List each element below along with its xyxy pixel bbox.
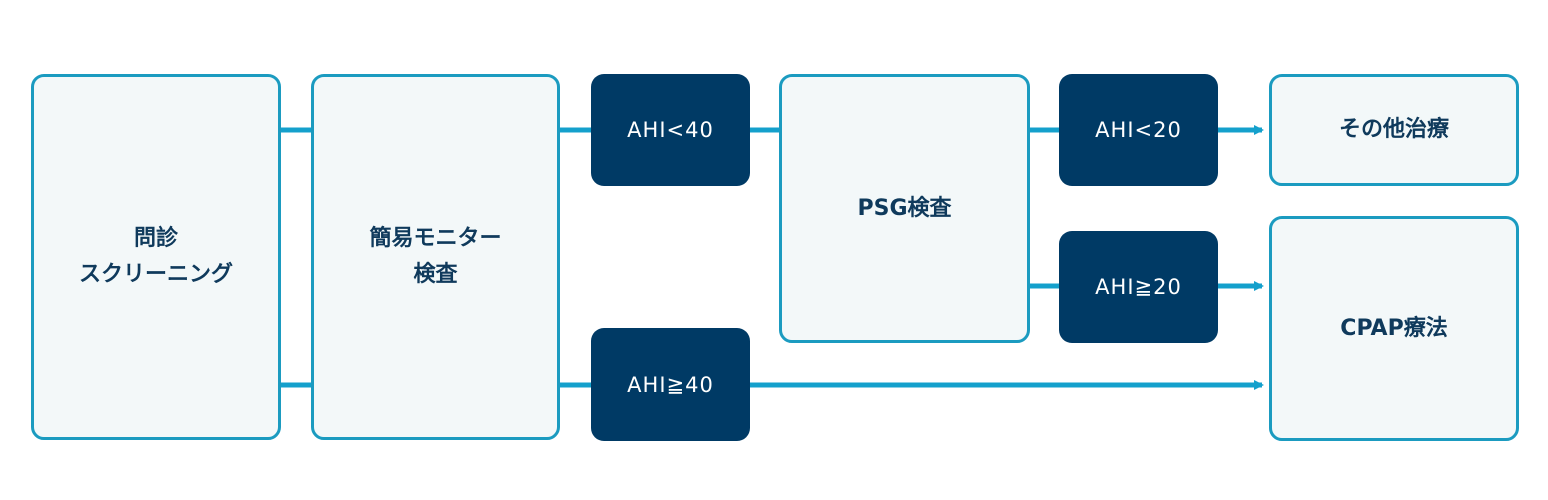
node-simple-monitor-test: 簡易モニター 検査 xyxy=(311,74,560,440)
node-ahi-lt-20-label: AHI<20 xyxy=(1095,118,1182,142)
node-interview-screening-label: 問診 スクリーニング xyxy=(78,226,233,287)
node-cpap-therapy-label: CPAP療法 xyxy=(1340,315,1448,341)
node-ahi-lt-20: AHI<20 xyxy=(1059,74,1218,186)
node-ahi-lt-40-label: AHI<40 xyxy=(627,118,714,142)
node-simple-monitor-test-label: 簡易モニター 検査 xyxy=(369,226,502,287)
node-ahi-lt-40: AHI<40 xyxy=(591,74,750,186)
node-interview-screening: 問診 スクリーニング xyxy=(31,74,281,440)
node-psg-test: PSG検査 xyxy=(779,74,1030,343)
node-ahi-ge-20-label: AHI≧20 xyxy=(1095,275,1182,299)
node-ahi-ge-40: AHI≧40 xyxy=(591,328,750,441)
node-other-treatment-label: その他治療 xyxy=(1338,117,1449,142)
node-cpap-therapy: CPAP療法 xyxy=(1269,216,1519,441)
node-ahi-ge-20: AHI≧20 xyxy=(1059,231,1218,343)
node-other-treatment: その他治療 xyxy=(1269,74,1519,186)
node-ahi-ge-40-label: AHI≧40 xyxy=(627,372,714,397)
node-psg-test-label: PSG検査 xyxy=(857,195,952,221)
